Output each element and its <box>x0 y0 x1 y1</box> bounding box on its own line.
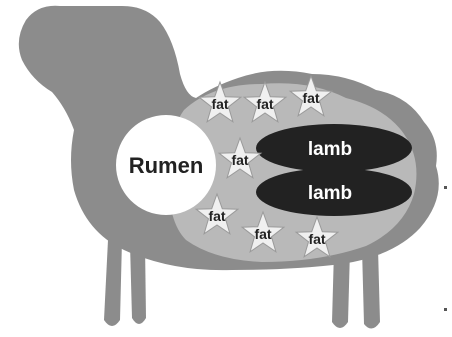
fat-label: fat <box>308 231 325 247</box>
rumen-label: Rumen <box>129 153 204 178</box>
edge-mark <box>444 308 447 311</box>
edge-mark <box>444 186 447 189</box>
leg <box>362 248 380 329</box>
fat-label: fat <box>231 152 248 168</box>
fat-label: fat <box>256 96 273 112</box>
fat-label: fat <box>211 96 228 112</box>
fat-label: fat <box>302 90 319 106</box>
fat-label: fat <box>208 208 225 224</box>
leg <box>104 240 122 326</box>
lamb-label: lamb <box>308 139 352 160</box>
fat-label: fat <box>254 226 271 242</box>
lamb-label: lamb <box>308 183 352 204</box>
